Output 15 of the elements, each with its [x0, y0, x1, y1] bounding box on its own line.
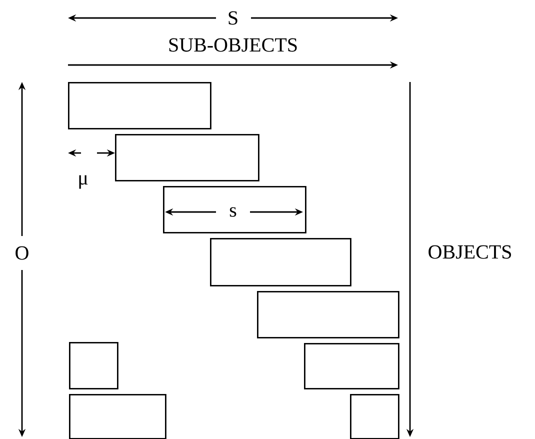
- block: [69, 342, 118, 390]
- block: [163, 186, 306, 234]
- block: [350, 394, 400, 439]
- dimension-label: S: [228, 11, 238, 25]
- block: [304, 343, 400, 390]
- dimension-label: SUB-OBJECTS: [169, 38, 297, 52]
- dimension-label: s: [230, 207, 236, 217]
- dimension-label: μ: [79, 175, 88, 189]
- block: [68, 82, 212, 130]
- block: [69, 394, 166, 439]
- dimension-label: O: [16, 246, 28, 260]
- block: [210, 238, 352, 286]
- block: [257, 291, 400, 338]
- dimension-label: OBJECTS: [428, 245, 511, 259]
- block: [115, 134, 260, 182]
